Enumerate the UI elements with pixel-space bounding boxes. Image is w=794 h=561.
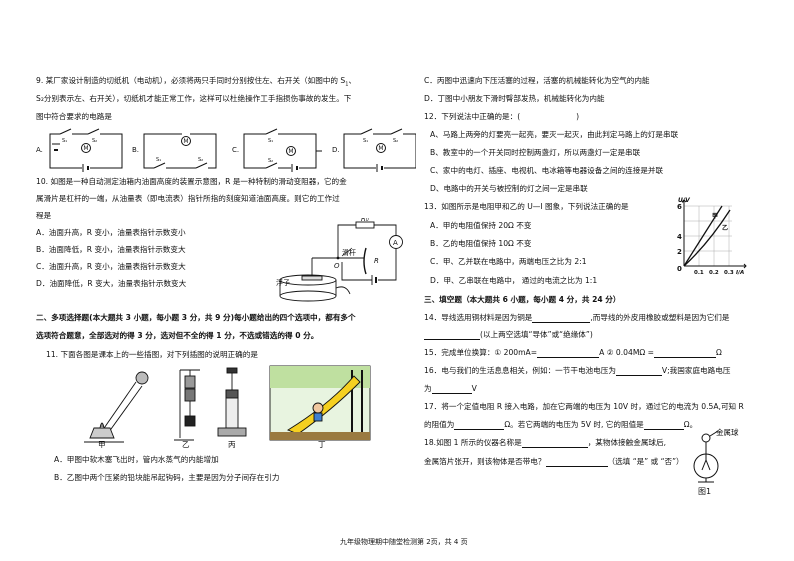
q10-option-d: D．油面降低，R 变大，油量表指针示数变大 xyxy=(36,279,187,288)
q11-option-a: A．甲图中软木塞飞出时，管内水蒸气的内能增加 xyxy=(54,455,219,464)
q12-option-b: B、教室中的一个开关同时控制两盏灯，所以两盏灯一定是串联 xyxy=(430,148,641,157)
q12-option-a: A、马路上两旁的灯要亮一起亮，要灭一起灭，由此判定马路上的灯是串联 xyxy=(430,130,679,139)
svg-text:滑杆: 滑杆 xyxy=(342,248,356,257)
q18-blank-2[interactable] xyxy=(545,457,608,467)
svg-text:B.: B. xyxy=(132,146,139,154)
svg-text:0: 0 xyxy=(677,265,682,273)
q11-stem: 11. 下面各图是课本上的一些插图，对下列插图的说明正确的是 xyxy=(46,350,258,359)
svg-text:S₂: S₂ xyxy=(393,138,398,144)
q10-option-c: C．油面升高，R 变小，油量表指针示数变大 xyxy=(36,262,186,271)
svg-text:M: M xyxy=(183,138,188,145)
section2-header-line2: 选项符合题意，全部选对的得 3 分，选对但不全的得 1 分，不选或错选的得 0 … xyxy=(36,331,319,340)
svg-text:A: A xyxy=(393,239,398,247)
q9-line1: 9. 某厂家设计制造的切纸机（电动机），必须将两只手同时分别按住左、右开关（如图… xyxy=(36,76,357,88)
svg-text:浮子: 浮子 xyxy=(276,278,290,287)
q10-oil-gauge-figure: R₀ A 滑杆 O R 浮子 xyxy=(276,218,403,302)
q9-circuit-diagrams: M M M M S₁ S₂ S₁ S₂ S₁ S₂ S₁ S₂ A. B. C. D. xyxy=(36,128,416,172)
svg-text:I/A: I/A xyxy=(736,270,744,276)
svg-text:S₁: S₁ xyxy=(156,157,161,163)
q13-option-a: A．甲的电阻值保持 20Ω 不变 xyxy=(430,221,532,230)
q9-line3: 图中符合要求的电路是 xyxy=(36,112,112,121)
svg-text:M: M xyxy=(83,145,88,152)
svg-text:S₁: S₁ xyxy=(62,138,67,144)
q10-line2: 属滑片是杠杆的一端，从油量表（即电流表）指针所指的刻度知道油面高度。则它的工作过 xyxy=(36,194,340,203)
svg-text:乙: 乙 xyxy=(722,225,728,232)
svg-text:0.3: 0.3 xyxy=(724,270,734,276)
svg-text:0.2: 0.2 xyxy=(709,270,719,276)
svg-text:S₁: S₁ xyxy=(268,138,273,144)
svg-text:M: M xyxy=(378,145,383,152)
section2-header-line1: 二、多项选择题(本大题共 3 小题，每小题 3 分，共 9 分)每小题给出的四个… xyxy=(36,313,356,322)
svg-text:C.: C. xyxy=(232,146,239,154)
q13-option-b: B．乙的电阻值保持 10Ω 不变 xyxy=(430,239,532,248)
svg-text:S₂: S₂ xyxy=(92,138,97,144)
svg-text:D.: D. xyxy=(332,146,340,154)
page-footer: 九年级物理期中随堂检测第 2页，共 4 页 xyxy=(340,538,468,546)
q12-option-d: D、电路中的开关与被控制的灯之间一定是串联 xyxy=(430,184,588,193)
q16-blank-1[interactable] xyxy=(615,366,662,376)
q11-label-ding: 丁 xyxy=(318,440,326,449)
q10-option-b: B．油面降低，R 变小，油量表指针示数变大 xyxy=(36,245,186,254)
svg-text:甲: 甲 xyxy=(712,212,718,220)
q14-blank-2[interactable] xyxy=(424,330,480,340)
q14-line1: 14．导线选用铜材料是因为铜是,而导线的外皮用橡胶或塑料是因为它们是 xyxy=(424,313,730,323)
q18-blank-1[interactable] xyxy=(521,438,588,448)
svg-text:M: M xyxy=(288,148,293,155)
svg-text:0.1: 0.1 xyxy=(694,270,704,276)
q13-option-c: C．甲、乙并联在电路中，两端电压之比为 2:1 xyxy=(430,257,587,266)
svg-text:6: 6 xyxy=(677,203,682,211)
q15-line: 15．完成单位换算：① 200mA=A ② 0.04MΩ =Ω xyxy=(424,348,722,358)
svg-text:2: 2 xyxy=(677,248,682,256)
q11-option-c: C．丙图中迅速向下压活塞的过程，活塞的机械能转化为空气的内能 xyxy=(424,76,650,85)
q14-line2: (以上两空选填“导体”或“绝缘体”) xyxy=(424,330,593,340)
svg-text:R: R xyxy=(374,257,379,265)
q17-blank-1[interactable] xyxy=(454,420,505,430)
svg-text:S₂: S₂ xyxy=(198,157,203,163)
svg-text:R₀: R₀ xyxy=(361,218,369,223)
q18-electroscope-figure: 金属球 图1 xyxy=(693,428,739,496)
svg-text:O: O xyxy=(334,262,340,270)
q17-line1: 17．将一个定值电阻 R 接入电路，加在它两端的电压为 10V 时，通过它的电流… xyxy=(424,402,744,411)
q12-option-c: C、家中的电灯、插座、电视机、电冰箱等电器设备之间的连接是并联 xyxy=(430,166,664,175)
q11-option-b: B．乙图中两个压紧的铅块能吊起钩码，主要是因为分子间存在引力 xyxy=(54,473,280,482)
q18-line2: 金属箔片张开，则该物体是否带电？（选填 “是” 或 “否”） xyxy=(424,457,684,467)
svg-text:U/V: U/V xyxy=(678,197,691,204)
section3-header: 三、填空题（本大题共 6 小题，每小题 4 分，共 24 分） xyxy=(424,295,621,304)
q11-label-bing: 丙 xyxy=(228,440,236,449)
q13-option-d: D．甲、乙串联在电路中， 通过的电流之比为 1:1 xyxy=(430,276,598,285)
q11-option-d: D．丁图中小朋友下滑时臀部发热，机械能转化为内能 xyxy=(424,94,605,103)
q15-blank-2[interactable] xyxy=(653,348,716,358)
q11-label-jia: 甲 xyxy=(98,440,106,449)
q10-line3: 程是 xyxy=(36,211,52,220)
q11-illustrations xyxy=(84,365,371,443)
svg-text:S₂: S₂ xyxy=(268,158,273,164)
q10-option-a: A．油面升高，R 变小，油量表指针示数变小 xyxy=(36,228,186,237)
q17-blank-2[interactable] xyxy=(643,420,684,430)
q13-ui-graph: U/V 6 4 2 0 0.1 0.2 0.3 I/A 甲 乙 xyxy=(677,197,747,276)
q11-label-yi: 乙 xyxy=(182,440,190,449)
q13-stem: 13．如图所示是电阻甲和乙的 U—I 图象，下列说法正确的是 xyxy=(424,202,629,211)
q9-line2: S₂分别表示左、右开关），切纸机才能正常工作，这样可以杜绝操作工手指损伤事故的发… xyxy=(36,94,352,103)
q15-blank-1[interactable] xyxy=(537,348,600,358)
svg-text:图1: 图1 xyxy=(698,487,711,496)
q12-stem: 12．下列说法中正确的是：() xyxy=(424,112,580,121)
svg-text:4: 4 xyxy=(677,233,682,241)
svg-text:金属球: 金属球 xyxy=(716,428,739,437)
svg-text:S₁: S₁ xyxy=(363,138,368,144)
q10-line1: 10. 如图是一种自动测定油箱内油面高度的装置示意图，R 是一种特制的滑动变阻器… xyxy=(36,177,347,186)
q16-blank-2[interactable] xyxy=(431,384,472,394)
q18-line1: 18.如图 1 所示的仪器名称是，某物体接触金属球后, xyxy=(424,438,667,448)
q14-blank-1[interactable] xyxy=(532,313,591,323)
svg-text:A.: A. xyxy=(36,146,43,154)
